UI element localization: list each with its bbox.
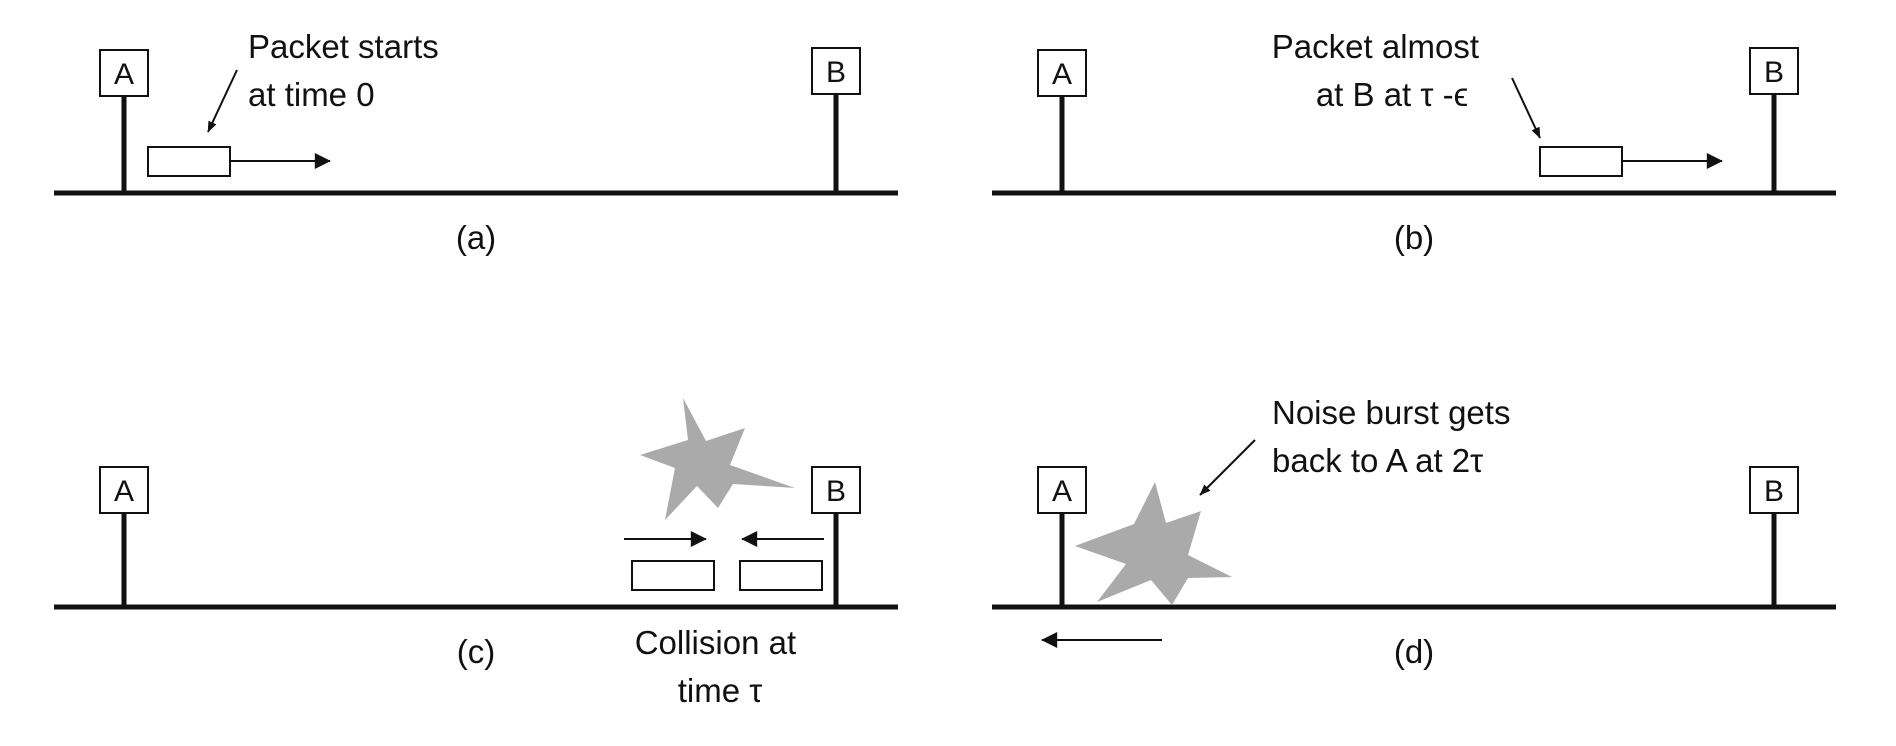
station-a-box [1037, 466, 1087, 514]
pointer-arrow [1199, 439, 1256, 496]
packet [1539, 146, 1623, 177]
station-a-box [1037, 49, 1087, 97]
annotation: Collision at time τ [635, 624, 806, 709]
annotation-line-1: Collision at [635, 624, 796, 661]
station-b-box [1749, 47, 1799, 95]
annotation-line-2: time τ [678, 672, 763, 709]
panel-caption: (d) [1394, 633, 1434, 670]
annotation: Packet starts at time 0 [248, 28, 448, 113]
noise-burst-icon [1075, 482, 1232, 605]
station-b-label: B [1764, 475, 1784, 508]
station-a-label: A [114, 475, 134, 508]
panel-d: A B Noise burst gets back to A at 2τ (d) [992, 394, 1836, 670]
station-a-label: A [1052, 58, 1072, 91]
panel-b: A B Packet almost at B at τ -ϵ (b) [992, 28, 1836, 256]
annotation: Noise burst gets back to A at 2τ [1272, 394, 1520, 479]
station-b-box [811, 47, 861, 95]
station-b-label: B [826, 56, 846, 89]
station-b-box [1749, 466, 1799, 514]
station-b-label: B [1764, 56, 1784, 89]
annotation-line-2: at B at τ -ϵ [1316, 76, 1468, 113]
panel-caption: (c) [457, 633, 495, 670]
annotation-line-2: back to A at 2τ [1272, 442, 1483, 479]
noise-burst-icon [640, 398, 795, 520]
packet [147, 146, 231, 177]
annotation: Packet almost at B at τ -ϵ [1272, 28, 1488, 113]
packet-from-a [631, 560, 715, 591]
panel-caption: (a) [456, 219, 496, 256]
station-b-box [811, 466, 861, 514]
station-a-label: A [1052, 475, 1072, 508]
packet-from-b [739, 560, 823, 591]
annotation-line-1: Packet starts [248, 28, 439, 65]
station-a-box [99, 49, 149, 97]
annotation-line-1: Noise burst gets [1272, 394, 1510, 431]
pointer-arrow [207, 69, 238, 133]
panel-a: A B Packet starts at time 0 (a) [54, 28, 898, 256]
pointer-arrow [1511, 77, 1541, 139]
annotation-line-2: at time 0 [248, 76, 375, 113]
station-b-label: B [826, 475, 846, 508]
panel-caption: (b) [1394, 219, 1434, 256]
station-a-label: A [114, 58, 134, 91]
station-a-box [99, 466, 149, 514]
annotation-line-1: Packet almost [1272, 28, 1479, 65]
panel-c: A B Collision at time τ (c) [54, 398, 898, 709]
